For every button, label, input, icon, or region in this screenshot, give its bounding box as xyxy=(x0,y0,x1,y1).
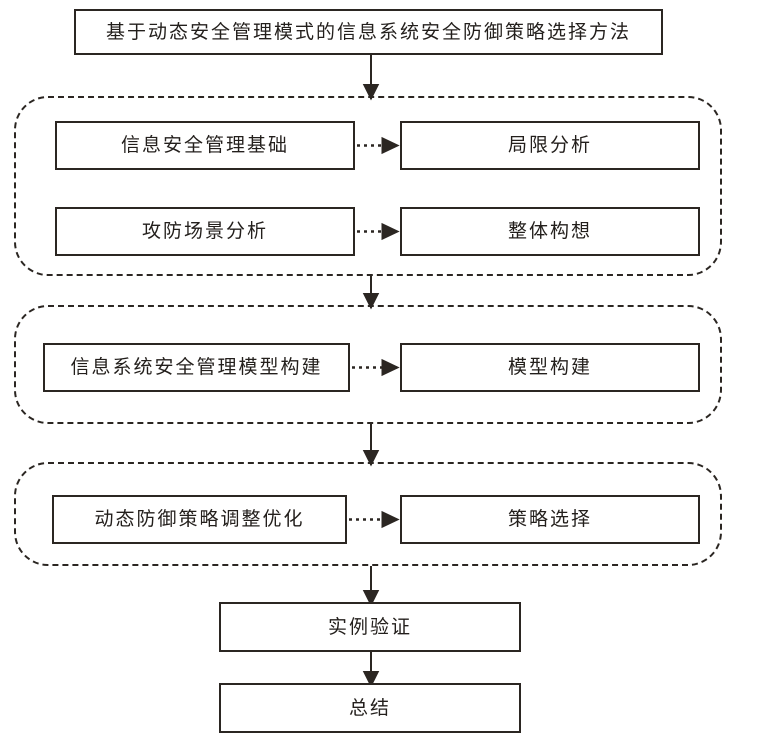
node-label: 策略选择 xyxy=(507,508,592,530)
node-label: 实例验证 xyxy=(327,615,412,638)
node-label: 信息系统安全管理模型构建 xyxy=(70,356,323,378)
node-label: 信息安全管理基础 xyxy=(120,134,289,156)
node-label: 整体构想 xyxy=(507,220,592,242)
node-overall-conception[interactable]: 整体构想 xyxy=(400,207,700,256)
node-dynamic-defense-strategy-optimization[interactable]: 动态防御策略调整优化 xyxy=(52,495,347,544)
node-label: 攻防场景分析 xyxy=(141,220,268,242)
node-case-verification[interactable]: 实例验证 xyxy=(219,602,521,652)
node-label: 动态防御策略调整优化 xyxy=(94,508,305,530)
node-label: 局限分析 xyxy=(507,134,592,156)
node-security-management-model-construction[interactable]: 信息系统安全管理模型构建 xyxy=(43,343,350,392)
node-limitation-analysis[interactable]: 局限分析 xyxy=(400,121,700,170)
title-box-label: 基于动态安全管理模式的信息系统安全防御策略选择方法 xyxy=(105,20,631,43)
node-model-construction[interactable]: 模型构建 xyxy=(400,343,700,392)
node-attack-defense-scenario-analysis[interactable]: 攻防场景分析 xyxy=(55,207,355,256)
node-label: 总结 xyxy=(348,696,391,719)
node-info-security-management-basis[interactable]: 信息安全管理基础 xyxy=(55,121,355,170)
node-summary[interactable]: 总结 xyxy=(219,683,521,733)
node-label: 模型构建 xyxy=(507,356,592,378)
node-strategy-selection[interactable]: 策略选择 xyxy=(400,495,700,544)
title-box[interactable]: 基于动态安全管理模式的信息系统安全防御策略选择方法 xyxy=(74,9,663,55)
